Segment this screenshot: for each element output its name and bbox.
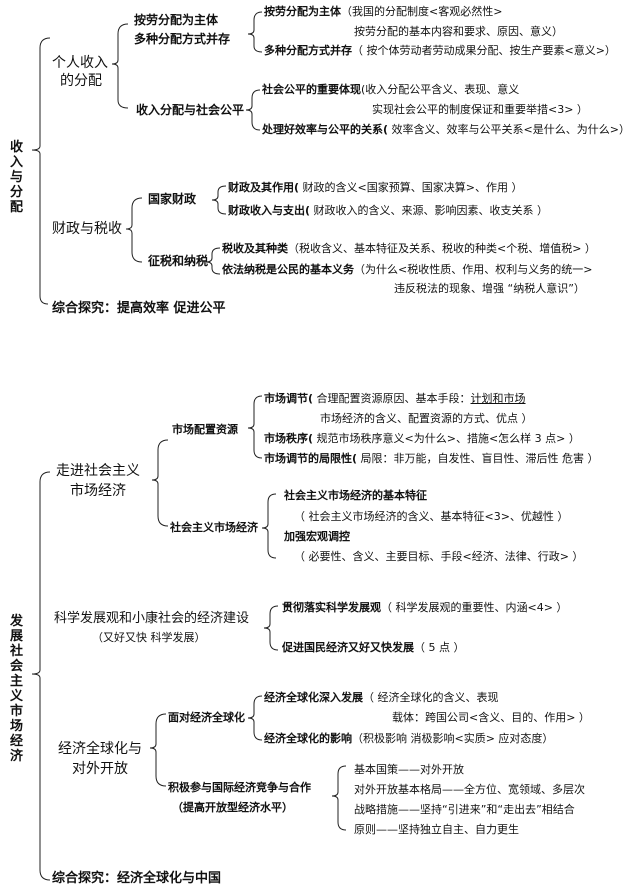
bracket-market bbox=[151, 439, 169, 527]
bracket-fiscal bbox=[125, 197, 143, 263]
leaf-open-policy-1: 基本国策——对外开放 bbox=[354, 763, 464, 776]
leaf-tax-types: 税收及其种类（税收含义、基本特征及关系、税收的种类<个税、增值税> ） bbox=[222, 242, 596, 255]
leaf-market-regulation-cont: 市场经济的含义、配置资源的方式、优点 ） bbox=[320, 412, 533, 425]
bracket-global bbox=[149, 713, 167, 787]
leaf-labor-system: 按劳分配为主体（我国的分配制度<客观必然性> bbox=[264, 5, 503, 18]
node-national-finance: 国家财政 bbox=[148, 192, 197, 206]
node-scientific-development-sub: （又好又快 科学发展） bbox=[92, 631, 206, 644]
node-scientific-development: 科学发展观和小康社会的经济建设 bbox=[54, 611, 250, 626]
bracket-socialist bbox=[261, 493, 277, 559]
leaf-economic-growth: 促进国民经济又好又快发展（ 5 点 ） bbox=[282, 641, 465, 654]
part2-summary: 综合探究：经济全球化与中国 bbox=[52, 871, 222, 886]
node-socialist-market: 走进社会主义 bbox=[56, 463, 140, 479]
leaf-multiple-modes: 多种分配方式并存（ 按个体劳动者劳动成果分配、按生产要素<意义>） bbox=[264, 44, 616, 57]
node-international-competition-sub: （提高开放型经济水平） bbox=[172, 801, 293, 814]
node-market-allocation: 市场配置资源 bbox=[172, 423, 238, 436]
node-labor-main: 按劳分配为主体 bbox=[134, 13, 219, 27]
leaf-globalization-deepening-cont: 载体：跨国公司<含义、目的、作用> ） bbox=[392, 711, 590, 724]
node-tax: 征税和纳税 bbox=[148, 254, 209, 268]
leaf-open-policy-3: 战略措施——坚持“引进来”和“走出去”相结合 bbox=[354, 803, 575, 816]
bracket-part1 bbox=[31, 37, 51, 305]
leaf-market-order: 市场秩序( 规范市场秩序意义<为什么>、措施<怎么样 3 点> ） bbox=[264, 432, 580, 445]
node-socialist-market-2: 市场经济 bbox=[70, 483, 126, 499]
bracket-tax bbox=[205, 247, 221, 275]
leaf-basic-features-cont: （ 社会主义市场经济的含义、基本特征<3>、优越性 ） bbox=[294, 510, 569, 523]
bracket-facing bbox=[247, 695, 263, 741]
node-international-competition: 积极参与国际经济竞争与合作 bbox=[168, 781, 311, 794]
leaf-efficiency: 处理好效率与公平的关系( 效率含义、效率与公平关系<是什么、为什么>） bbox=[262, 123, 630, 136]
leaf-market-limits: 市场调节的局限性( 局限：非万能，自发性、盲目性、滞后性 危害 ） bbox=[264, 452, 599, 465]
leaf-labor-system-cont: 按劳分配的基本内容和要求、原因、意义） bbox=[354, 25, 563, 38]
leaf-globalization-deepening: 经济全球化深入发展（ 经济全球化的含义、表现 bbox=[264, 691, 499, 704]
leaf-basic-features: 社会主义市场经济的基本特征 bbox=[284, 489, 427, 502]
part2-title: 发展社会主义市场经济 bbox=[10, 614, 24, 764]
bracket-income bbox=[111, 23, 129, 109]
node-fairness: 收入分配与社会公平 bbox=[136, 103, 245, 117]
leaf-tax-duty-cont: 违反税法的现象、增强 “纳税人意识”） bbox=[394, 282, 585, 295]
leaf-globalization-impact: 经济全球化的影响（积极影响 消极影响<实质> 应对态度） bbox=[264, 732, 554, 745]
leaf-tax-duty: 依法纳税是公民的基本义务（为什么<税收性质、作用、权利与义务的统一> bbox=[222, 263, 593, 276]
bracket-scidev bbox=[263, 605, 279, 651]
part1-summary: 综合探究：提高效率 促进公平 bbox=[52, 301, 226, 316]
bracket-finance bbox=[211, 185, 227, 215]
leaf-open-policy-4: 原则——坚持独立自主、自力更生 bbox=[354, 823, 519, 836]
leaf-macro-control-cont: （ 必要性、含义、主要目标、手段<经济、法律、行政> ） bbox=[294, 550, 584, 563]
bracket-compete bbox=[331, 765, 347, 831]
part1-title: 收入与分配 bbox=[10, 140, 24, 215]
leaf-open-policy-2: 对外开放基本格局——全方位、宽领域、多层次 bbox=[354, 783, 585, 796]
leaf-macro-control: 加强宏观调控 bbox=[284, 530, 350, 543]
node-socialist-market-economy: 社会主义市场经济 bbox=[170, 521, 258, 534]
node-income-distribution-2: 的分配 bbox=[60, 73, 102, 89]
bracket-labor bbox=[247, 11, 263, 53]
node-labor-main-2: 多种分配方式并存 bbox=[134, 32, 231, 46]
node-globalization: 经济全球化与 bbox=[58, 741, 142, 757]
leaf-scientific-outlook: 贯彻落实科学发展观（ 科学发展观的重要性、内涵<4> ） bbox=[282, 601, 568, 614]
node-facing-globalization: 面对经济全球化 bbox=[168, 711, 245, 724]
node-fiscal-tax: 财政与税收 bbox=[52, 221, 122, 237]
bracket-fairness bbox=[245, 89, 261, 131]
bracket-allocation bbox=[247, 395, 263, 459]
bracket-part2 bbox=[31, 471, 51, 881]
leaf-fairness-cont: 实现社会公平的制度保证和重要举措<3> ） bbox=[372, 103, 588, 116]
leaf-finance-income: 财政收入与支出( 财政收入的含义、来源、影响因素、收支关系 ） bbox=[228, 204, 549, 217]
leaf-finance-role: 财政及其作用( 财政的含义<国家预算、国家决算>、作用 ） bbox=[228, 181, 523, 194]
node-income-distribution: 个人收入 bbox=[52, 55, 108, 71]
node-globalization-2: 对外开放 bbox=[72, 761, 128, 777]
leaf-market-regulation: 市场调节( 合理配置资源原因、基本手段：计划和市场 bbox=[264, 392, 526, 405]
leaf-fairness: 社会公平的重要体现(收入分配公平含义、表现、意义 bbox=[262, 83, 520, 96]
